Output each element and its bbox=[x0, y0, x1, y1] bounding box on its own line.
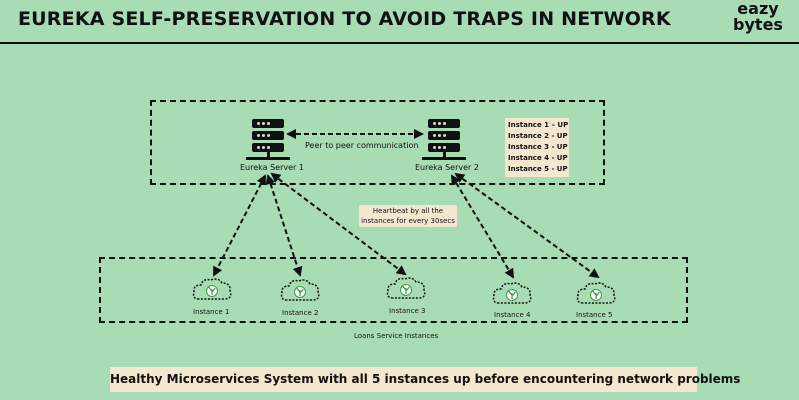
loans-service-group-label: Loans Service Instances bbox=[354, 332, 439, 340]
status-item: Instance 3 - UP bbox=[508, 143, 568, 151]
footer-caption: Healthy Microservices System with all 5 … bbox=[110, 367, 740, 392]
server-2-label: Eureka Server 2 bbox=[415, 163, 479, 172]
server-icon bbox=[246, 119, 290, 160]
cloud-icon bbox=[576, 282, 616, 304]
cloud-icon bbox=[386, 277, 426, 299]
status-item: Instance 2 - UP bbox=[508, 132, 568, 140]
instance-label: Instance 5 bbox=[576, 311, 613, 319]
logo-line-1: eazy bbox=[737, 0, 779, 18]
heartbeat-arrow-3 bbox=[270, 172, 407, 276]
heartbeat-arrow-1 bbox=[213, 174, 266, 277]
heartbeat-line-2: instances for every 30secs bbox=[361, 217, 455, 225]
server-1-label: Eureka Server 1 bbox=[240, 163, 304, 172]
heartbeat-note: Heartbeat by all the instances for every… bbox=[359, 205, 457, 227]
heartbeat-arrow-4 bbox=[450, 174, 515, 279]
brand-logo: eazy bytes bbox=[722, 1, 794, 33]
title-divider bbox=[0, 42, 799, 44]
heartbeat-arrow-5 bbox=[454, 172, 600, 279]
instance-label: Instance 1 bbox=[193, 308, 230, 316]
status-item: Instance 5 - UP bbox=[508, 165, 568, 173]
cloud-icon bbox=[280, 279, 320, 301]
page-title: EUREKA SELF-PRESERVATION TO AVOID TRAPS … bbox=[18, 8, 671, 30]
logo-line-2: bytes bbox=[733, 15, 783, 34]
peer-communication-label: Peer to peer communication bbox=[305, 141, 419, 150]
cloud-icon bbox=[492, 282, 532, 304]
server-icon bbox=[422, 119, 466, 160]
instance-status-list: Instance 1 – UP Instance 2 - UP Instance… bbox=[505, 118, 569, 177]
heartbeat-line-1: Heartbeat by all the bbox=[372, 207, 444, 215]
instance-label: Instance 3 bbox=[389, 307, 426, 315]
status-item: Instance 1 – UP bbox=[508, 121, 569, 129]
cloud-icon bbox=[192, 278, 232, 300]
status-item: Instance 4 - UP bbox=[508, 154, 568, 162]
instance-label: Instance 4 bbox=[494, 311, 531, 319]
instance-label: Instance 2 bbox=[282, 309, 319, 317]
